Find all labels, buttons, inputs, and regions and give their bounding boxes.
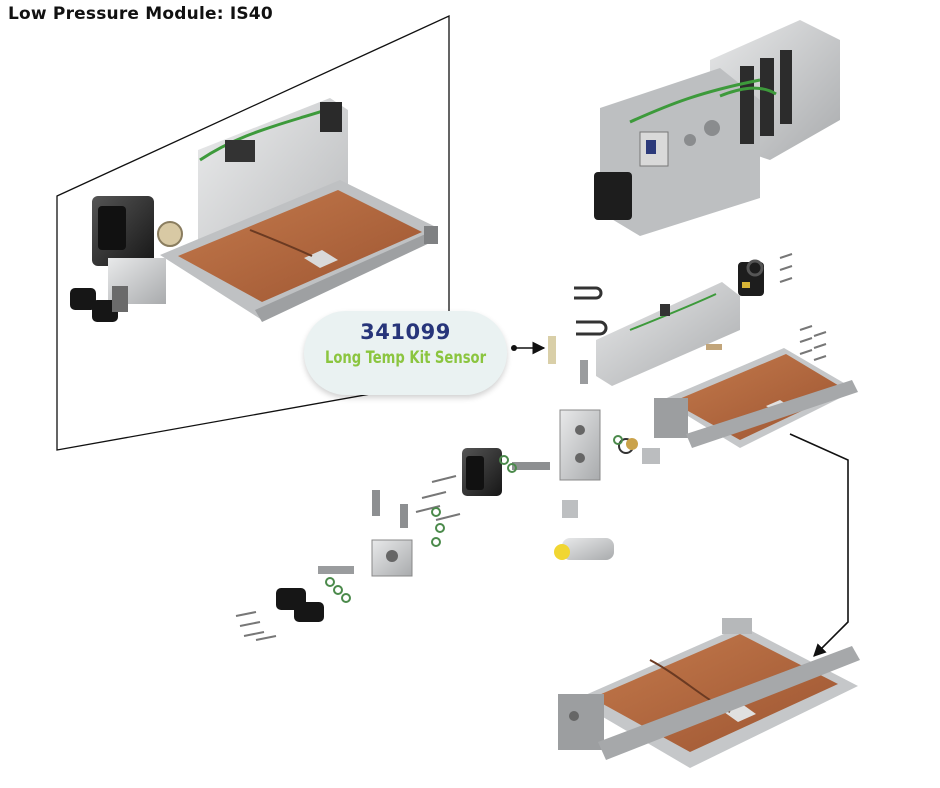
sensor-tip-long bbox=[548, 336, 556, 364]
pressure-sensor-2 bbox=[400, 504, 408, 528]
bottom-end-block bbox=[558, 694, 604, 750]
pressure-regulator bbox=[112, 286, 128, 312]
fitting-nut bbox=[562, 500, 578, 518]
enclosure-front bbox=[600, 68, 760, 236]
enclosure-hole-2 bbox=[684, 134, 696, 146]
yellow-cap bbox=[554, 544, 570, 560]
sensor-callout-label: 341099 Long Temp Kit Sensor bbox=[304, 311, 507, 395]
u-bracket-1 bbox=[574, 286, 603, 300]
module-connector bbox=[320, 102, 342, 132]
fitting bbox=[157, 221, 183, 247]
plate-copper bbox=[672, 354, 846, 440]
elbow-fitting bbox=[562, 538, 614, 560]
regulator-port bbox=[386, 550, 398, 562]
exploded-cover-assembly bbox=[574, 259, 764, 386]
bottom-rail-block bbox=[722, 618, 752, 634]
controller-label bbox=[742, 282, 750, 288]
page-title: Low Pressure Module: IS40 bbox=[8, 4, 273, 24]
cover-panel bbox=[596, 282, 740, 386]
plate-front-rail bbox=[686, 380, 858, 448]
bottom-front-rail bbox=[598, 646, 860, 760]
terminal-strip-1 bbox=[740, 66, 754, 144]
sensor-pad bbox=[304, 250, 338, 268]
fitting-stem bbox=[318, 566, 354, 574]
heater-plate-assembly-middle bbox=[654, 348, 858, 448]
manifold-main-block bbox=[559, 409, 601, 481]
part-name: Long Temp Kit Sensor bbox=[324, 348, 487, 368]
brass-nut bbox=[626, 438, 638, 450]
controller-unit bbox=[738, 262, 764, 296]
terminal-strip-3 bbox=[780, 50, 792, 124]
pressure-knob-2 bbox=[92, 300, 118, 322]
pressure-sensor-1 bbox=[372, 490, 380, 516]
screw-set bbox=[235, 253, 827, 641]
front-rail bbox=[255, 232, 436, 322]
heater-plate bbox=[178, 190, 422, 302]
valve-stem bbox=[512, 462, 550, 470]
manifold-port bbox=[575, 425, 585, 435]
green-wire-2 bbox=[719, 86, 777, 98]
valve-cap bbox=[98, 206, 126, 250]
u-bracket-2 bbox=[576, 320, 608, 336]
part-number: 341099 bbox=[360, 320, 451, 344]
electronics-enclosure bbox=[594, 20, 840, 236]
port-fitting bbox=[642, 448, 660, 464]
black-knob-2 bbox=[294, 602, 324, 622]
regulator-exploded bbox=[276, 490, 413, 622]
callout-pointer-dot bbox=[511, 345, 517, 351]
cover-green-wire bbox=[629, 293, 717, 331]
assembled-module-view bbox=[56, 14, 450, 451]
rail-end-block bbox=[424, 226, 438, 244]
manifold-exploded bbox=[325, 336, 660, 603]
controller-ring bbox=[746, 259, 764, 277]
solenoid-cap bbox=[466, 456, 484, 490]
relay-label bbox=[646, 140, 656, 154]
plate-transfer-arrow bbox=[789, 433, 849, 657]
bottom-end-hole bbox=[569, 711, 579, 721]
sensor-fitting-middle bbox=[580, 360, 588, 384]
manifold-port-2 bbox=[575, 453, 585, 463]
small-plate bbox=[706, 344, 722, 350]
terminal-strip-2 bbox=[760, 58, 774, 136]
plate-end-block bbox=[654, 398, 688, 438]
cover-connector bbox=[660, 304, 670, 316]
green-wire bbox=[629, 78, 761, 124]
terminal-block bbox=[225, 140, 255, 162]
heater-plate-assembly-bottom bbox=[558, 618, 860, 768]
power-switch bbox=[594, 172, 632, 220]
enclosure-hole bbox=[704, 120, 720, 136]
pressure-knob-1 bbox=[70, 288, 96, 310]
